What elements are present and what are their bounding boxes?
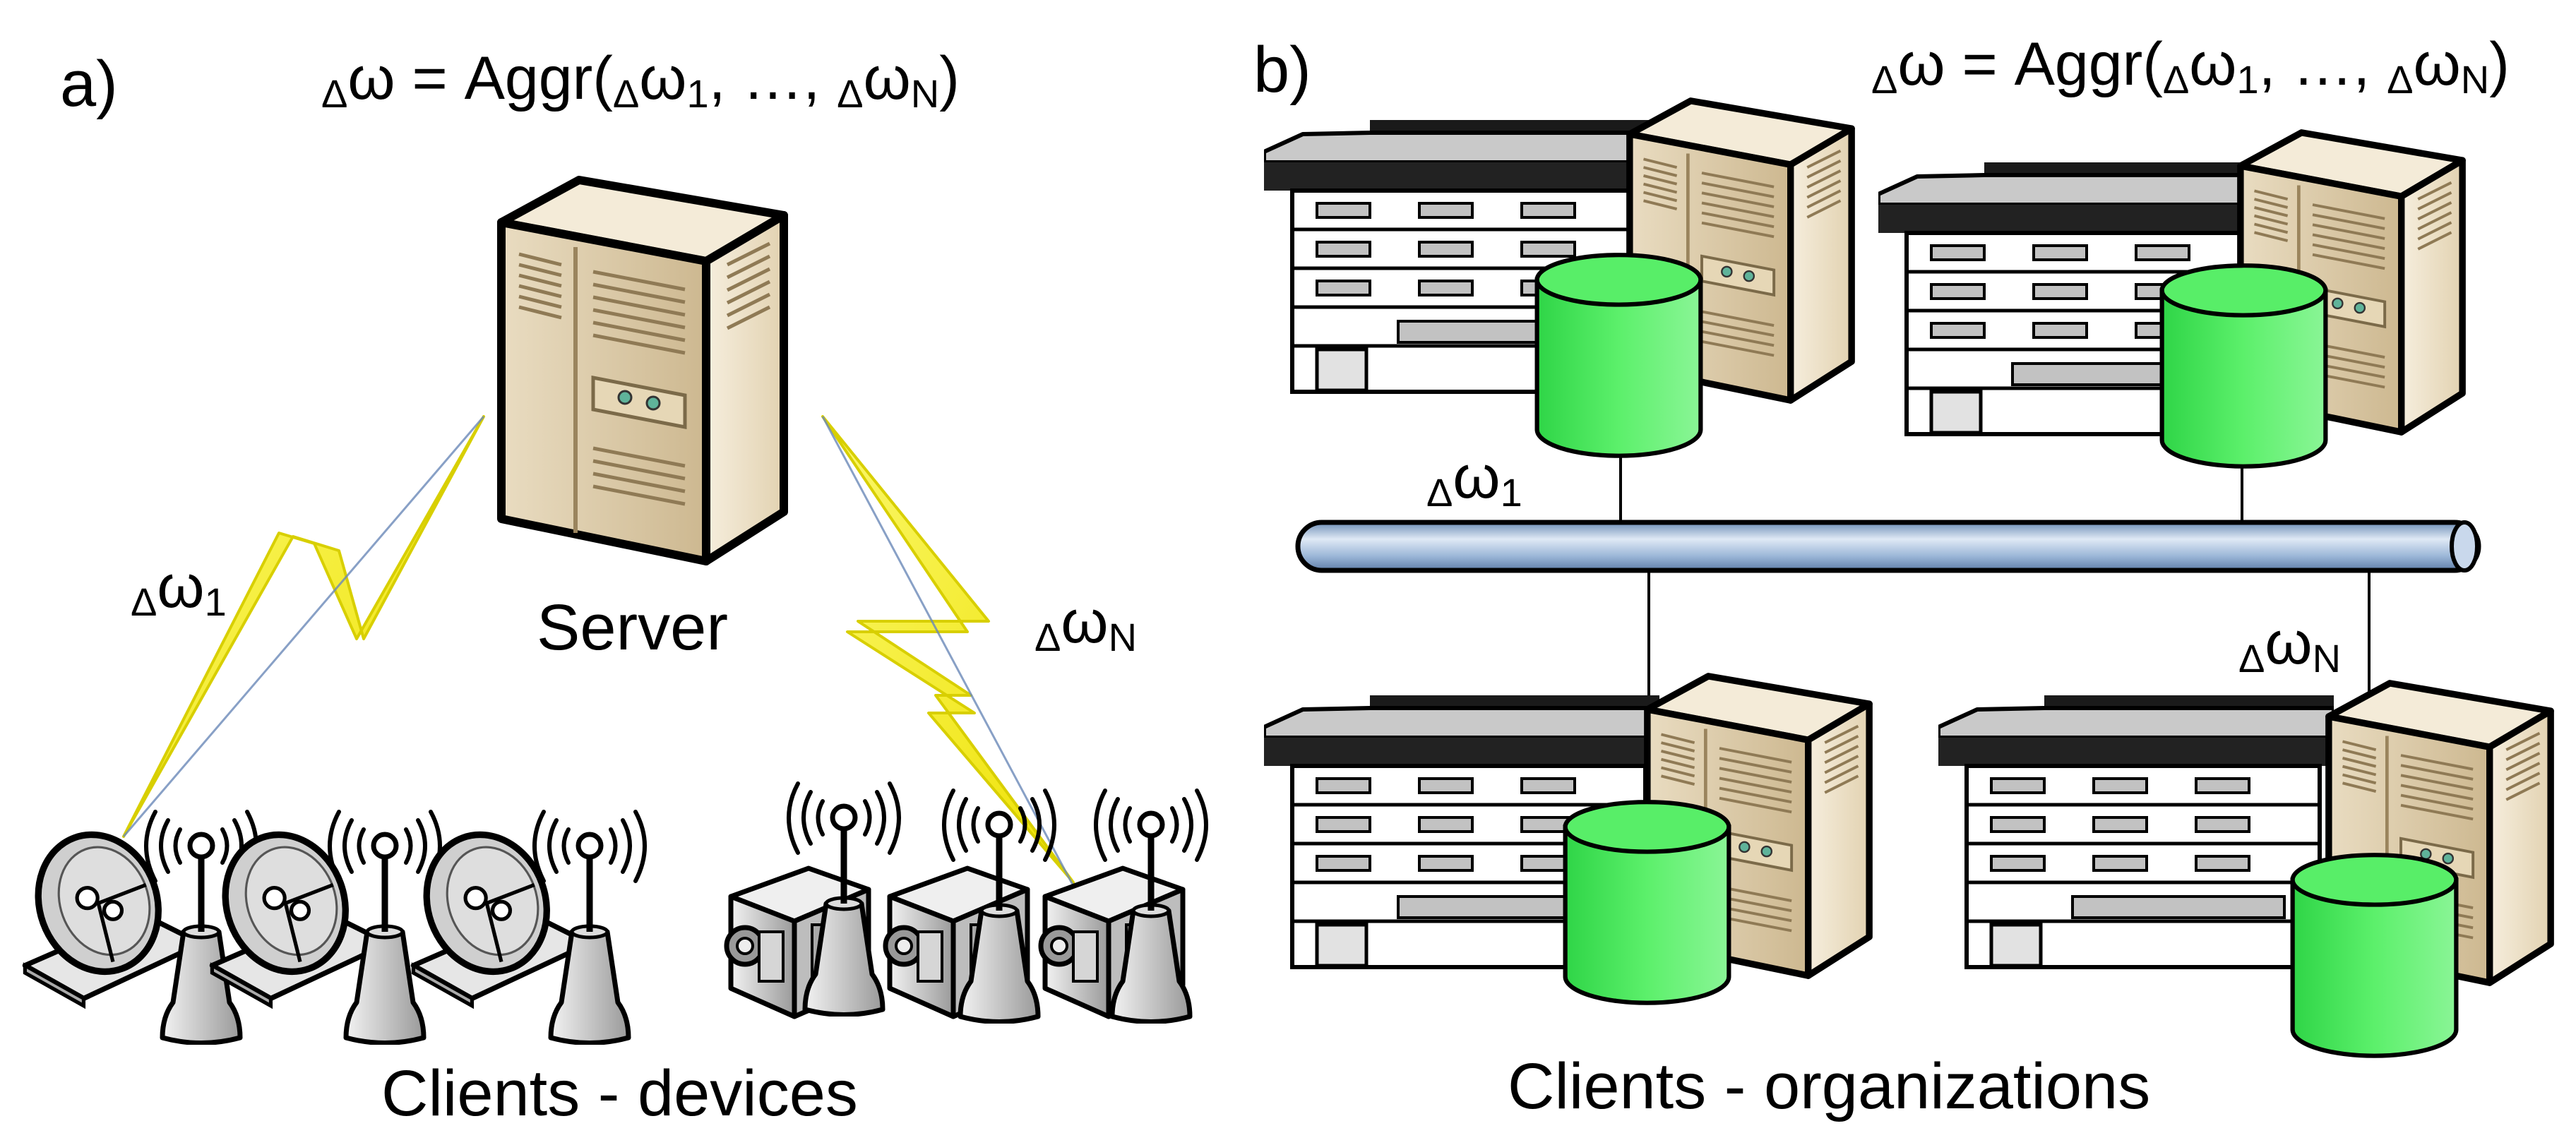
server-label: Server xyxy=(537,592,728,664)
formula-sub-n: N xyxy=(911,71,939,116)
formula-omega: ω xyxy=(347,44,395,112)
database-cylinder-icon xyxy=(2162,265,2326,466)
formula-delta-n: Δ xyxy=(837,71,863,116)
clients-devices-label: Clients - devices xyxy=(381,1057,858,1129)
network-bus-pipe-icon xyxy=(1295,520,2481,573)
link-label-top: Δω1 xyxy=(1426,443,1522,515)
database-cylinder-icon xyxy=(2293,855,2457,1055)
formula-omega-n: ω xyxy=(864,44,911,112)
formula-sub-1: 1 xyxy=(686,71,708,116)
formula-aggr: = Aggr( xyxy=(395,44,614,112)
panel-b-formula: Δω = Aggr(Δω1, …, ΔωN) xyxy=(1871,30,2510,102)
formula-delta: Δ xyxy=(321,71,347,116)
link-label-left: Δω1 xyxy=(131,553,227,624)
lightning-bolt-icon-right xyxy=(821,415,1075,884)
panel-a-formula: Δω = Aggr(Δω1, …, ΔωN) xyxy=(321,44,960,116)
database-cylinder-icon xyxy=(1537,255,1701,455)
organization-top-left xyxy=(1264,101,1852,456)
organization-bottom-right xyxy=(1938,683,2551,1056)
panel-b-tag: b) xyxy=(1253,34,1311,106)
formula-delta-1: Δ xyxy=(613,71,639,116)
organization-bottom-left xyxy=(1264,676,1869,1003)
formula-omega-1: ω xyxy=(639,44,686,112)
link-label-right: ΔωN xyxy=(1034,588,1137,659)
clients-organizations-label: Clients - organizations xyxy=(1508,1050,2150,1122)
link-label-bottom: ΔωN xyxy=(2238,609,2341,681)
formula-sep: , …, xyxy=(709,44,837,112)
office-building-icon xyxy=(1938,695,2334,967)
database-cylinder-icon xyxy=(1566,802,1729,1002)
formula-close: ) xyxy=(939,44,960,112)
organization-top-right xyxy=(1878,133,2462,467)
panel-b: b) Δω = Aggr(Δω1, …, ΔωN) Δω1 ΔωN xyxy=(1253,30,2551,1122)
panel-a: a) Δω = Aggr(Δω1, …, ΔωN) Server Δω1 ΔωN… xyxy=(19,44,1206,1129)
panel-a-tag: a) xyxy=(60,48,118,120)
server-tower-icon xyxy=(501,180,784,561)
